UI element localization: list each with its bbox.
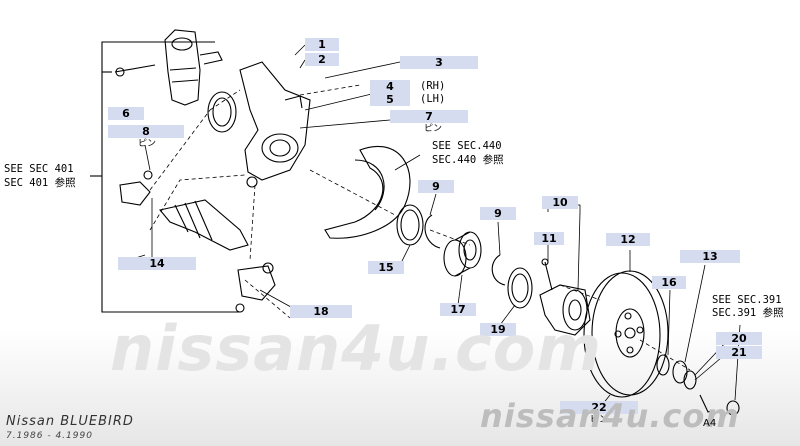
seal-19 <box>507 267 533 309</box>
callout-1[interactable]: 1 <box>305 38 339 51</box>
callout-3[interactable]: 3 <box>400 56 478 69</box>
page-code: A4 <box>703 418 717 429</box>
lower-ball-joint <box>119 170 276 313</box>
steering-knuckle <box>239 61 311 188</box>
strut-assembly <box>114 29 223 106</box>
callout-14[interactable]: 14 <box>118 257 196 270</box>
sec440-ref[interactable]: SEE SEC.440 <box>432 140 502 152</box>
rh-note: (RH) <box>420 80 446 92</box>
sec391-ref[interactable]: SEE SEC.391 <box>712 294 782 306</box>
pin-note-22: ピン <box>590 415 609 425</box>
snap-ring-9b <box>491 254 506 286</box>
callout-18[interactable]: 18 <box>290 305 352 318</box>
callout-4[interactable]: 4 <box>370 80 410 93</box>
callout-19[interactable]: 19 <box>480 323 516 336</box>
callout-17[interactable]: 17 <box>440 303 476 316</box>
sec401-ref[interactable]: SEE SEC 401 <box>4 163 74 175</box>
callout-8[interactable]: 8 <box>108 125 184 138</box>
model-name: Nissan BLUEBIRD <box>6 414 134 429</box>
dust-shield <box>324 145 411 239</box>
callout-6[interactable]: 6 <box>108 107 144 120</box>
sec391-ref-jp[interactable]: SEC.391 参照 <box>712 307 784 319</box>
callout-7[interactable]: 7 <box>390 110 468 123</box>
callout-21[interactable]: 21 <box>716 346 762 359</box>
callout-9a[interactable]: 9 <box>418 180 454 193</box>
hub-nut-stack <box>656 354 740 416</box>
model-dates: 7.1986 - 4.1990 <box>6 431 93 441</box>
grease-seal-6 <box>207 91 237 133</box>
callout-13[interactable]: 13 <box>680 250 740 263</box>
sec440-ref-jp[interactable]: SEC.440 参照 <box>432 154 504 166</box>
callout-10[interactable]: 10 <box>542 196 578 209</box>
pin-note-7: ピン <box>424 124 443 134</box>
callout-22[interactable]: 22 <box>560 401 638 414</box>
callout-2[interactable]: 2 <box>305 53 339 66</box>
pin-note-8: ピン <box>138 139 157 149</box>
watermark-small: nissan4u.com <box>480 397 740 435</box>
callout-9b[interactable]: 9 <box>480 207 516 220</box>
snap-ring-9a <box>424 214 441 249</box>
sec401-ref-jp[interactable]: SEC 401 参照 <box>4 177 76 189</box>
lh-note: (LH) <box>420 93 446 105</box>
callout-20[interactable]: 20 <box>716 332 762 345</box>
callout-15[interactable]: 15 <box>368 261 404 274</box>
wheel-bearing <box>443 231 482 277</box>
callout-12[interactable]: 12 <box>606 233 650 246</box>
callout-11[interactable]: 11 <box>534 232 564 245</box>
bracket-line <box>101 41 240 313</box>
callout-5[interactable]: 5 <box>370 93 410 106</box>
callout-16[interactable]: 16 <box>652 276 686 289</box>
watermark-large: nissan4u.com <box>110 312 602 385</box>
